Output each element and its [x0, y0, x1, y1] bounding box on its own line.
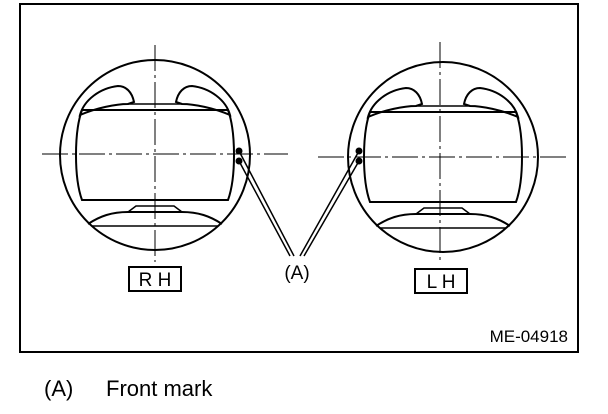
- lh-valve-recess-lower: [375, 213, 511, 227]
- lh-label-box: [414, 268, 468, 294]
- piston-rh: [42, 45, 288, 262]
- rh-recess-pad-lower: [127, 205, 183, 213]
- leader-lh-1: [299, 150, 360, 257]
- leader-rh-2: [238, 160, 291, 257]
- rh-label-box: [128, 266, 182, 292]
- rh-valve-recess-lower: [87, 211, 223, 225]
- lh-label: L H: [427, 272, 456, 293]
- leader-lh-2: [303, 160, 360, 257]
- lh-piston-inner: [363, 111, 523, 203]
- leader-rh-1: [238, 150, 295, 257]
- callout-a-label: (A): [284, 263, 309, 284]
- lh-valve-recess-upper-left: [366, 86, 424, 119]
- lh-recess-pad-lower: [415, 207, 471, 215]
- lh-piston-outer: [347, 61, 539, 253]
- figure-code: ME-04918: [490, 327, 568, 346]
- rh-piston-outer: [59, 59, 251, 251]
- lh-valve-recess-upper-right: [462, 86, 520, 119]
- legend-text: Front mark: [106, 376, 213, 401]
- callout-leaders: [238, 150, 360, 257]
- piston-diagram: (A) R H L H ME-04918: [19, 3, 579, 353]
- rh-valve-recess-upper-left: [78, 84, 136, 117]
- legend-key: (A): [44, 376, 74, 401]
- rh-piston-inner: [75, 109, 235, 201]
- legend: (A) Front mark: [44, 376, 212, 402]
- rh-label: R H: [139, 270, 172, 291]
- piston-lh: [318, 42, 566, 262]
- figure-frame: [19, 3, 579, 353]
- rh-valve-recess-upper-right: [174, 84, 232, 117]
